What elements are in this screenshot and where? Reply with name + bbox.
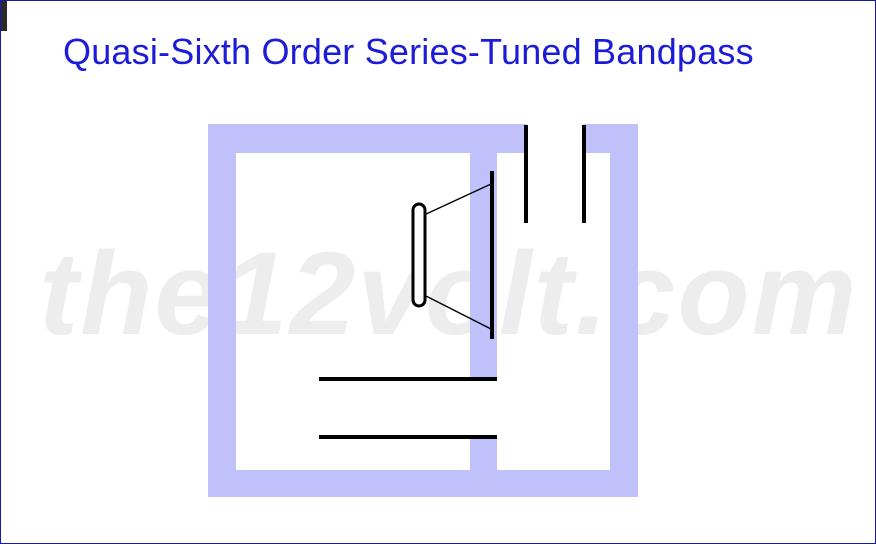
speaker-magnet (411, 202, 427, 308)
lower-port-gap (470, 381, 497, 435)
enclosure-left-wall (208, 124, 236, 497)
port-tube-icon (524, 124, 586, 223)
enclosure-bottom-wall (208, 470, 638, 497)
speaker-cone-bottom (423, 294, 492, 330)
enclosure-right-wall (610, 124, 638, 497)
watermark: the12volt.com (39, 228, 859, 360)
diagram-title: Quasi-Sixth Order Series-Tuned Bandpass (63, 31, 754, 72)
enclosure-walls (208, 124, 638, 497)
lower-port-tube-icon (319, 377, 497, 439)
speaker-icon (411, 171, 494, 339)
upper-port-gap (527, 124, 583, 153)
corner-mark (1, 1, 7, 31)
speaker-cone-top (423, 183, 492, 216)
